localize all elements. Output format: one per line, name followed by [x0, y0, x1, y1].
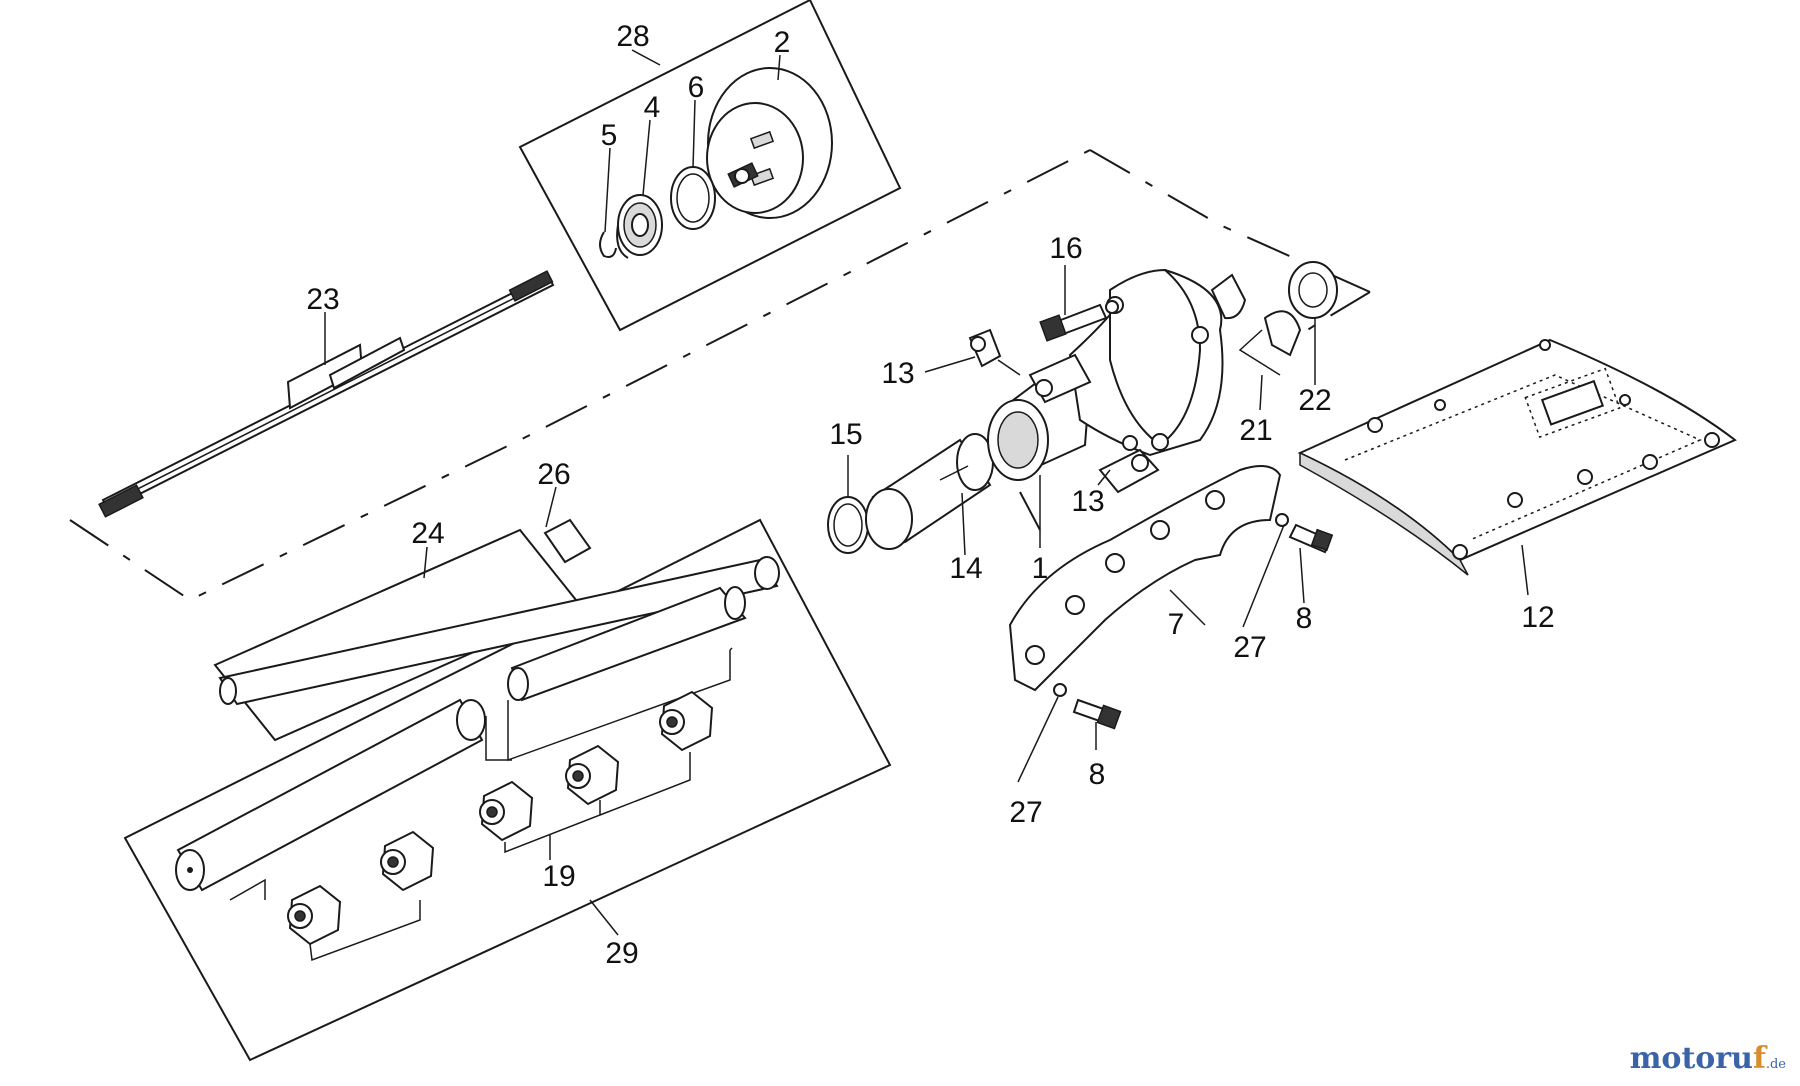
callout-5: 5 — [601, 119, 618, 152]
watermark-suffix: .de — [1765, 1057, 1786, 1072]
washer-part-22 — [1288, 261, 1338, 319]
callout-12: 12 — [1521, 601, 1554, 634]
bolt-part-8a — [1275, 513, 1334, 554]
callout-22: 22 — [1298, 384, 1331, 417]
sleeve-part-14 — [865, 433, 994, 550]
tag-part-26 — [543, 518, 592, 564]
support-plate-part-7 — [1008, 465, 1282, 692]
leader-lines — [324, 49, 1529, 936]
grease-nipple-part-13a — [968, 328, 1021, 376]
callout-8-upper: 8 — [1296, 602, 1313, 635]
shield-part-12 — [1297, 338, 1737, 576]
callout-13-upper: 13 — [881, 357, 914, 390]
callout-2: 2 — [774, 26, 791, 59]
callout-26: 26 — [537, 458, 570, 491]
lower-tube — [175, 698, 486, 892]
bolt-part-16 — [1039, 300, 1119, 342]
callout-labels: 28 2 6 4 5 23 26 24 16 13 15 13 14 1 21 … — [306, 20, 1554, 970]
o-ring-part-15 — [827, 496, 869, 554]
nut-5 — [659, 690, 714, 752]
watermark-main: motoruf — [1629, 1041, 1766, 1076]
clutch-drum-part-2 — [706, 67, 833, 219]
nut-4 — [565, 744, 620, 806]
callout-7: 7 — [1168, 608, 1185, 641]
callout-29: 29 — [605, 937, 638, 970]
callout-13-lower: 13 — [1071, 485, 1104, 518]
callout-15: 15 — [829, 418, 862, 451]
callout-8-lower: 8 — [1089, 758, 1106, 791]
watermark-logo: motoruf.de — [1630, 1041, 1786, 1076]
callout-6: 6 — [688, 71, 705, 104]
bearing-part-4 — [616, 194, 663, 259]
tube-bracket-lines — [485, 647, 733, 762]
drive-shaft-part-23 — [98, 270, 555, 518]
nut-1 — [287, 884, 342, 946]
callout-1: 1 — [1032, 552, 1049, 585]
watermark-accent: f — [1752, 1041, 1766, 1076]
callout-28: 28 — [616, 20, 649, 53]
alignment-lines — [69, 149, 1371, 602]
kit-box-28 — [518, 0, 902, 332]
callout-4: 4 — [644, 91, 661, 124]
callout-16: 16 — [1049, 232, 1082, 265]
callout-21: 21 — [1239, 414, 1272, 447]
long-tube — [218, 556, 780, 706]
callout-24: 24 — [411, 517, 444, 550]
snap-ring-part-6 — [670, 166, 716, 230]
medium-tube — [507, 586, 747, 702]
washer-part-13b — [1098, 435, 1160, 494]
callout-27-lower: 27 — [1009, 796, 1042, 829]
circlip-part-5 — [599, 231, 617, 258]
nut-group-part-19 — [229, 690, 714, 962]
callout-27-upper: 27 — [1233, 631, 1266, 664]
callout-14: 14 — [949, 552, 982, 585]
nut-2 — [380, 830, 435, 892]
gear-case-part-1 — [987, 268, 1224, 531]
clamp-part-21 — [1210, 273, 1302, 376]
callout-23: 23 — [306, 283, 339, 316]
nut-3 — [479, 780, 534, 842]
bolt-part-8b — [1053, 683, 1122, 730]
callout-19: 19 — [542, 860, 575, 893]
